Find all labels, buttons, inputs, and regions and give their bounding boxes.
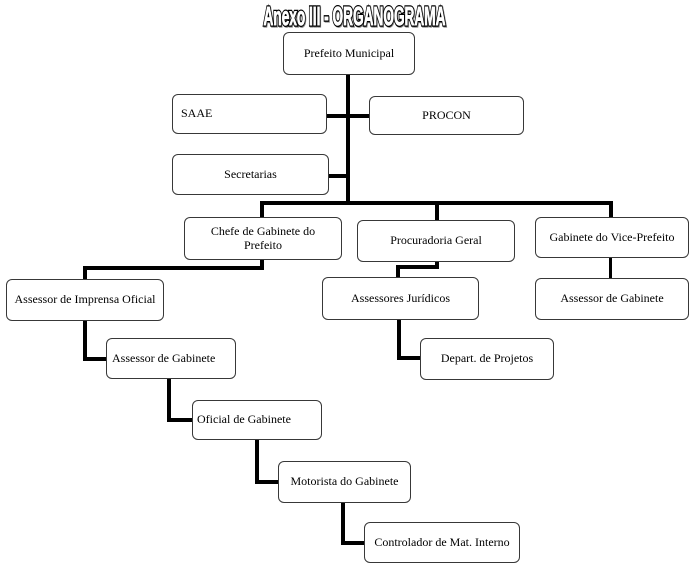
svg-text:Anexo III - ORGANOGRAMA: Anexo III - ORGANOGRAMA: [264, 1, 446, 31]
svg-text:Anexo III - ORGANOGRAMA: Anexo III - ORGANOGRAMA: [264, 2, 446, 32]
svg-text:Anexo III - ORGANOGRAMA: Anexo III - ORGANOGRAMA: [264, 1, 446, 31]
